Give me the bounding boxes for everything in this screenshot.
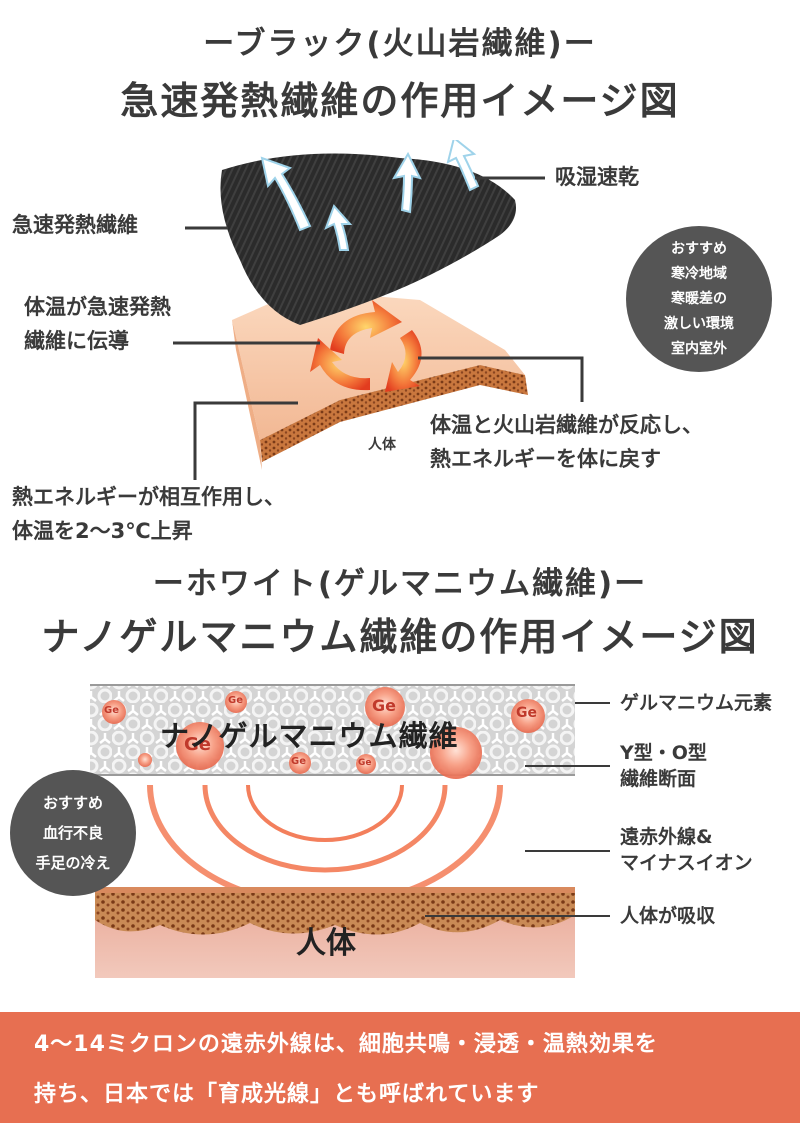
germanium-fiber-band <box>90 685 575 775</box>
footer-line2: 持ち、日本では「育成光線」とも呼ばれています <box>34 1082 540 1107</box>
badge1-line: 寒冷地域 <box>671 265 727 282</box>
footer-line1: 4〜14ミクロンの遠赤外線は、細胞共鳴・浸透・温熱効果を <box>34 1032 658 1057</box>
ge-label: Ge <box>184 734 211 755</box>
body-label: 人体 <box>296 926 356 961</box>
badge1-line: おすすめ <box>671 240 727 257</box>
skin-tissue <box>260 365 528 462</box>
heat-fiber-illustration <box>173 140 584 480</box>
label-conduct-line2: 繊維に伝導 <box>24 329 129 353</box>
moisture-arrows <box>260 140 480 251</box>
label-body-small: 人体 <box>368 437 396 453</box>
germanium-illustration <box>90 684 610 978</box>
label-section-line1: Y型・O型 <box>620 742 707 764</box>
label-ray-line2: マイナスイオン <box>620 852 753 874</box>
label-moisture: 吸湿速乾 <box>555 165 639 189</box>
recommend-badge-2: おすすめ 血行不良 手足の冷え <box>10 770 136 896</box>
badge1-line: 寒暖差の <box>671 290 727 307</box>
label-ray-line1: 遠赤外線& <box>620 826 713 848</box>
section1-subtitle: ーブラック(火山岩繊維)ー <box>203 26 597 62</box>
label-react: 体温と火山岩繊維が反応し、 熱エネルギーを体に戻す <box>430 408 703 476</box>
heat-cycle-arrows <box>310 300 422 392</box>
ge-label: Ge <box>291 756 306 767</box>
badge2-line: おすすめ <box>42 794 103 812</box>
badge1-line: 室内室外 <box>671 340 727 357</box>
germanium-fiber-label: ナノゲルマニウム繊維 <box>160 719 459 753</box>
badge2-line: 手足の冷え <box>35 854 111 872</box>
label-section-line2: 繊維断面 <box>620 768 697 790</box>
label-conduct-line1: 体温が急速発熱 <box>24 295 171 319</box>
label-effect-line1: 熱エネルギーが相互作用し、 <box>12 485 285 509</box>
ge-label: Ge <box>516 705 537 721</box>
ge-label: Ge <box>104 705 119 716</box>
badge1-line: 激しい環境 <box>664 315 734 332</box>
footer-banner: 4〜14ミクロンの遠赤外線は、細胞共鳴・浸透・温熱効果を 持ち、日本では「育成光… <box>0 1012 800 1123</box>
section1-title: 急速発熱繊維の作用イメージ図 <box>120 79 680 123</box>
section2-title: ナノゲルマニウム繊維の作用イメージ図 <box>41 615 759 659</box>
label-absorb: 人体が吸収 <box>620 905 716 927</box>
label-effect: 熱エネルギーが相互作用し、 体温を2〜3℃上昇 <box>12 480 285 548</box>
ge-particles <box>102 687 545 779</box>
label-effect-line2: 体温を2〜3℃上昇 <box>12 519 193 543</box>
ge-label: Ge <box>228 695 243 706</box>
skin-surface <box>232 290 525 440</box>
label-conduct: 体温が急速発熱 繊維に伝導 <box>24 290 171 358</box>
label-ray: 遠赤外線& マイナスイオン <box>620 824 753 876</box>
label-react-line2: 熱エネルギーを体に戻す <box>430 447 661 471</box>
badge2-line: 血行不良 <box>42 824 103 842</box>
label-element: ゲルマニウム元素 <box>620 692 773 714</box>
label-section: Y型・O型 繊維断面 <box>620 740 707 792</box>
ge-label: Ge <box>372 696 396 715</box>
recommend-badge-1: おすすめ 寒冷地域 寒暖差の 激しい環境 室内室外 <box>626 226 772 372</box>
label-fiber: 急速発熱繊維 <box>12 213 138 237</box>
label-react-line1: 体温と火山岩繊維が反応し、 <box>430 413 703 437</box>
ge-label: Ge <box>358 758 372 768</box>
section2-subtitle: ーホワイト(ゲルマニウム繊維)ー <box>152 566 648 602</box>
